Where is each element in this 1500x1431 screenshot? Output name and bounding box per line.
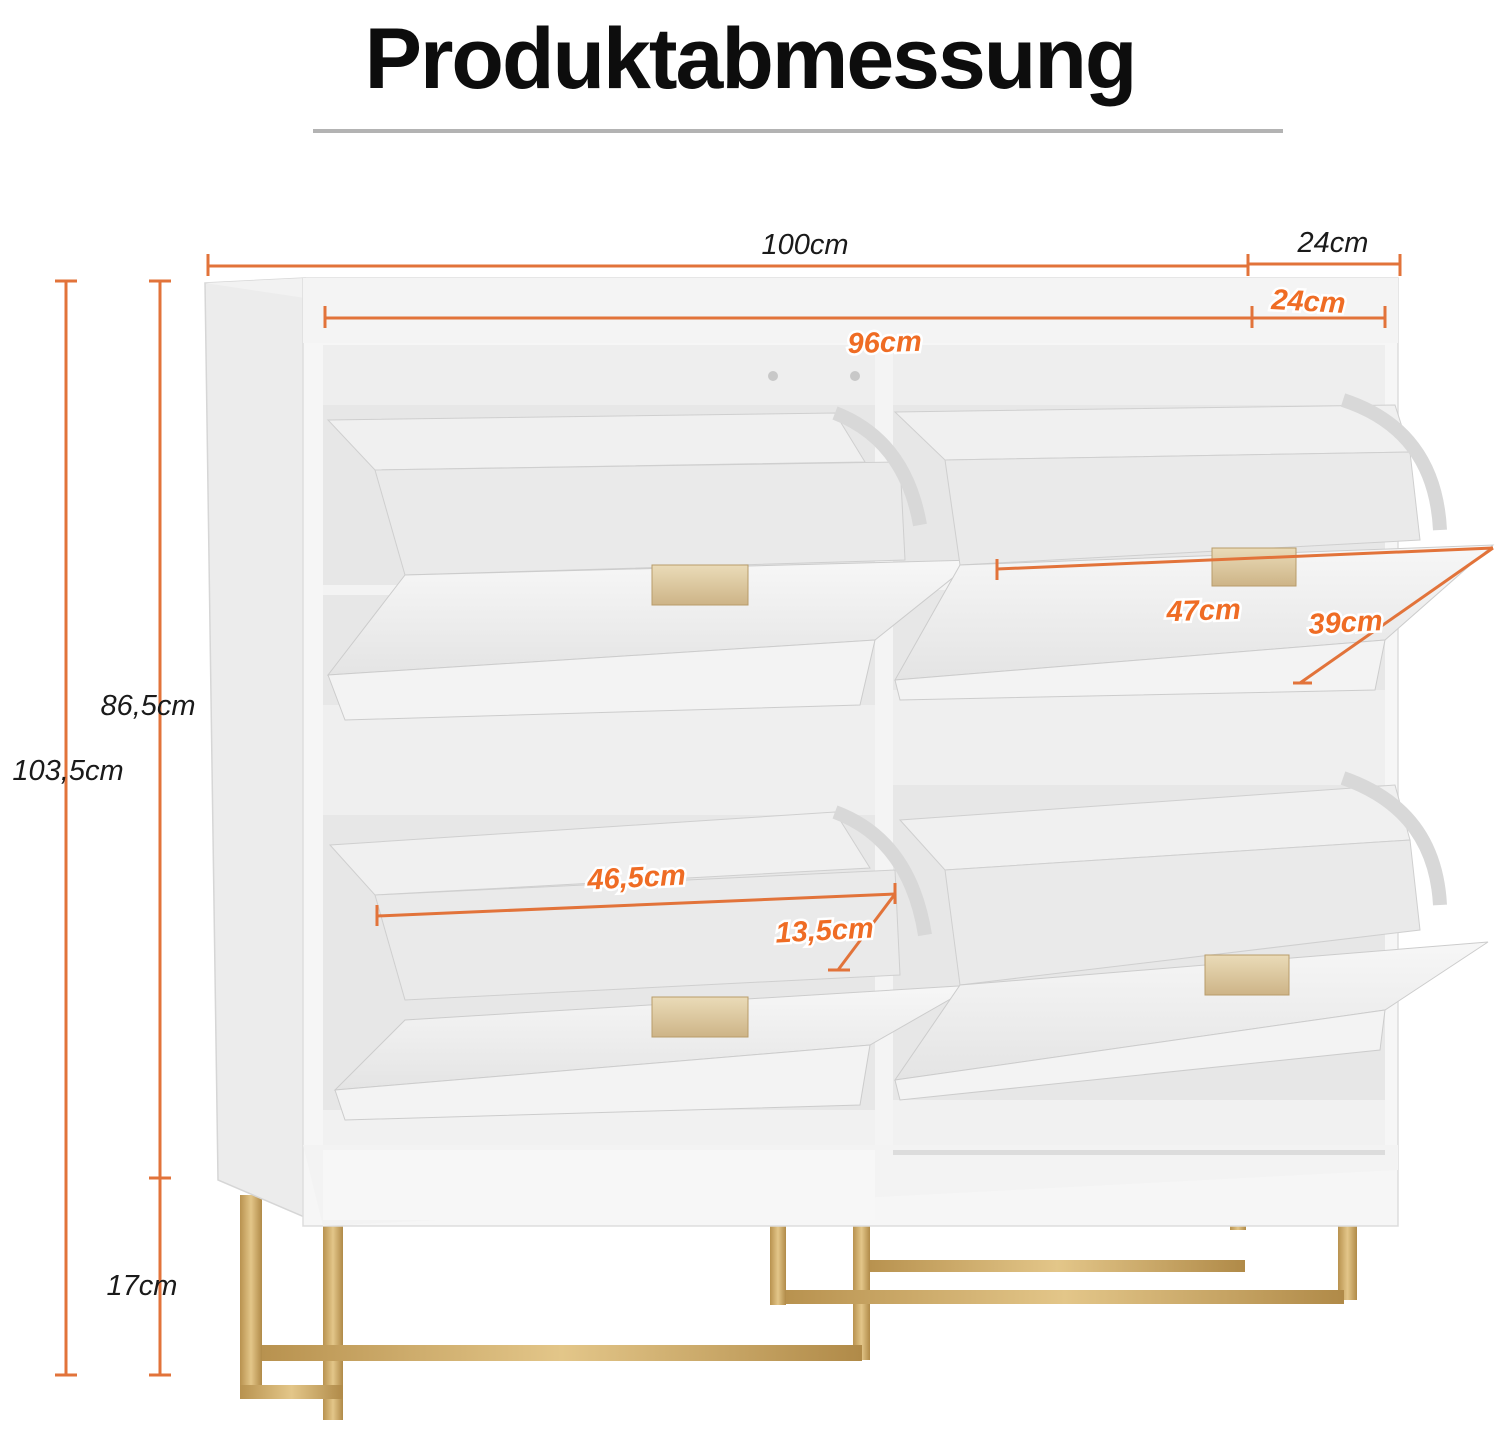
flap-upper-left [326, 406, 977, 721]
flap-depth-lower-label: 13,5cm [775, 912, 875, 949]
title-divider [313, 129, 1283, 133]
height-body-label: 86,5cm [100, 690, 195, 722]
height-total-label: 103,5cm [12, 755, 123, 787]
depth-outer-label: 24cm [1297, 227, 1369, 259]
height-legs-label: 17cm [107, 1270, 178, 1302]
width-inner-label: 96cm [847, 326, 922, 361]
flap-width-lower-label: 46,5cm [586, 859, 687, 896]
dimension-lines [55, 254, 1494, 1377]
depth-inner-label: 24cm [1270, 284, 1347, 320]
flap-lower-left [328, 805, 976, 1121]
flap-width-upper-label: 47cm [1165, 594, 1241, 629]
flap-lower-right [893, 771, 1489, 1101]
width-outer-label: 100cm [761, 229, 848, 261]
flap-upper-right [893, 393, 1495, 701]
page-title: Produktabmessung [364, 11, 1138, 107]
flap-depth-upper-label: 39cm [1308, 605, 1384, 641]
